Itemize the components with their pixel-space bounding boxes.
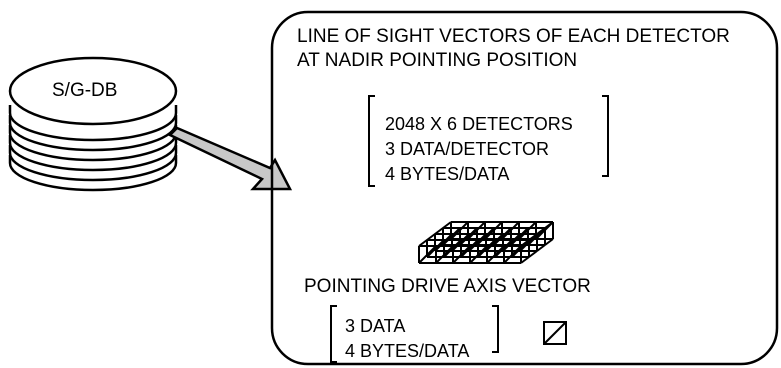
detector-data-text: 3 DATA/DETECTOR [385, 139, 550, 159]
axis-vector-title: POINTING DRIVE AXIS VECTOR [304, 276, 591, 297]
axis-data-text: 3 DATA [345, 316, 406, 336]
axis-bytes-text: 4 BYTES/DATA [345, 341, 470, 361]
panel-title-line-2: AT NADIR POINTING POSITION [297, 50, 578, 71]
panel-frame [270, 10, 779, 366]
crossed-box-icon [543, 321, 567, 345]
detector-count-text: 2048 X 6 DETECTORS [385, 114, 573, 134]
axis-bracket [330, 305, 499, 363]
database-label: S/G-DB [52, 80, 118, 101]
detector-bytes-text: 4 BYTES/DATA [385, 164, 510, 184]
panel-title-line-1: LINE OF SIGHT VECTORS OF EACH DETECTOR [297, 26, 730, 47]
database-icon [8, 56, 178, 192]
detector-bracket [368, 95, 609, 187]
detector-grid-icon [418, 221, 554, 264]
